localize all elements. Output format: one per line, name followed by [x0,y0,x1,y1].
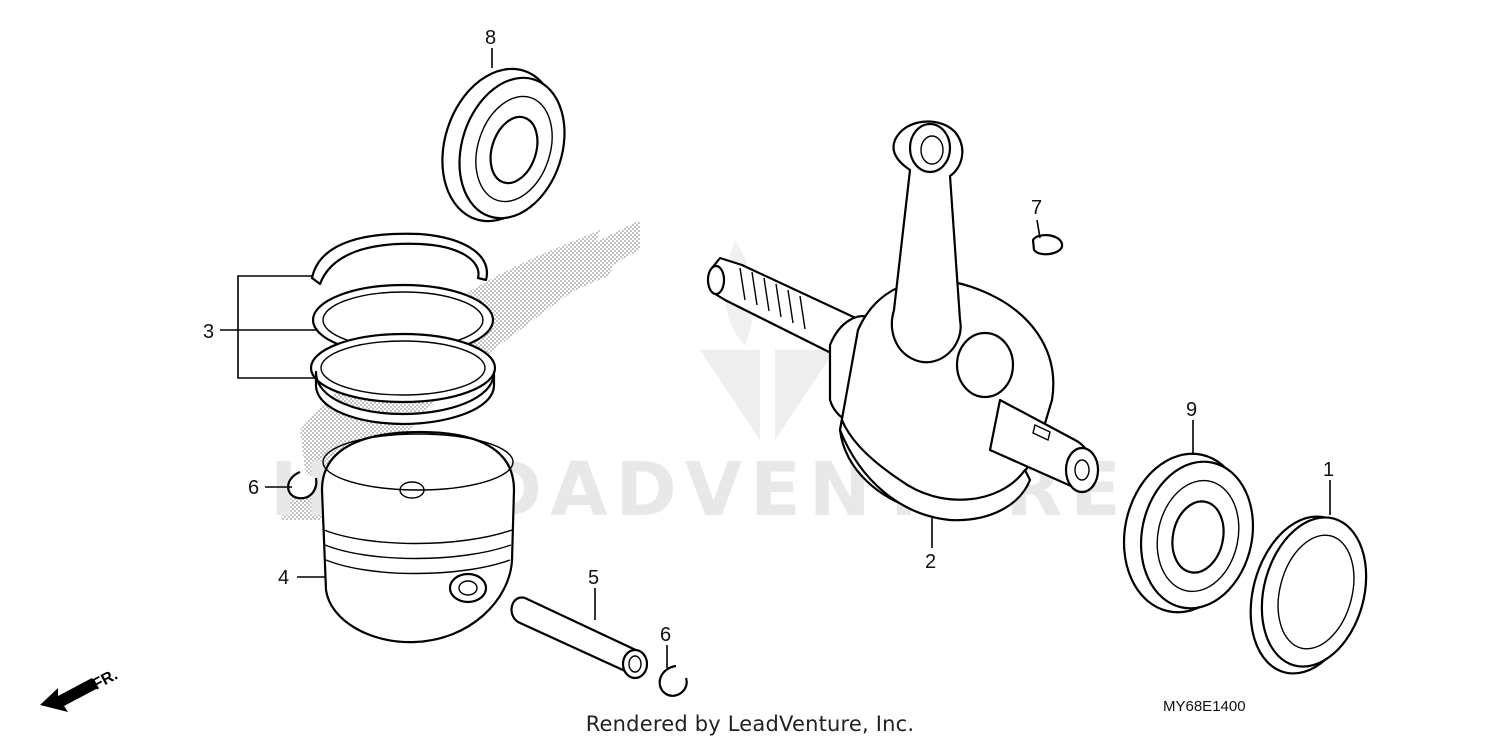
part-6-piston-pin-clip-left[interactable] [287,470,318,500]
callout-6-left[interactable]: 6 [248,477,259,499]
callout-1[interactable]: 1 [1323,459,1334,481]
front-arrow-icon [40,678,98,712]
part-4-piston[interactable] [320,430,516,644]
part-3-piston-rings[interactable] [309,232,497,426]
part-8-bearing[interactable] [424,54,582,236]
callout-6-right[interactable]: 6 [660,624,671,646]
callout-4[interactable]: 4 [278,567,289,589]
leader-lines [220,48,1331,668]
footer-rendered-by: Rendered by LeadVenture, Inc. [585,712,915,736]
part-9-bearing[interactable] [1110,442,1267,623]
callout-7[interactable]: 7 [1031,197,1042,219]
callout-3[interactable]: 3 [203,321,214,343]
callout-9[interactable]: 9 [1186,399,1197,421]
part-2-crankshaft[interactable] [706,120,1100,522]
callout-2[interactable]: 2 [925,551,936,573]
callout-5[interactable]: 5 [588,567,599,589]
part-5-piston-pin[interactable] [510,596,649,680]
part-7-woodruff-key[interactable] [1031,234,1064,256]
callout-8[interactable]: 8 [485,27,496,49]
front-direction-indicator: FR. [40,666,121,712]
part-1-oil-seal[interactable] [1234,504,1382,685]
diagram-code: MY68E1400 [1163,698,1246,715]
part-6-piston-pin-clip-right[interactable] [658,664,688,697]
